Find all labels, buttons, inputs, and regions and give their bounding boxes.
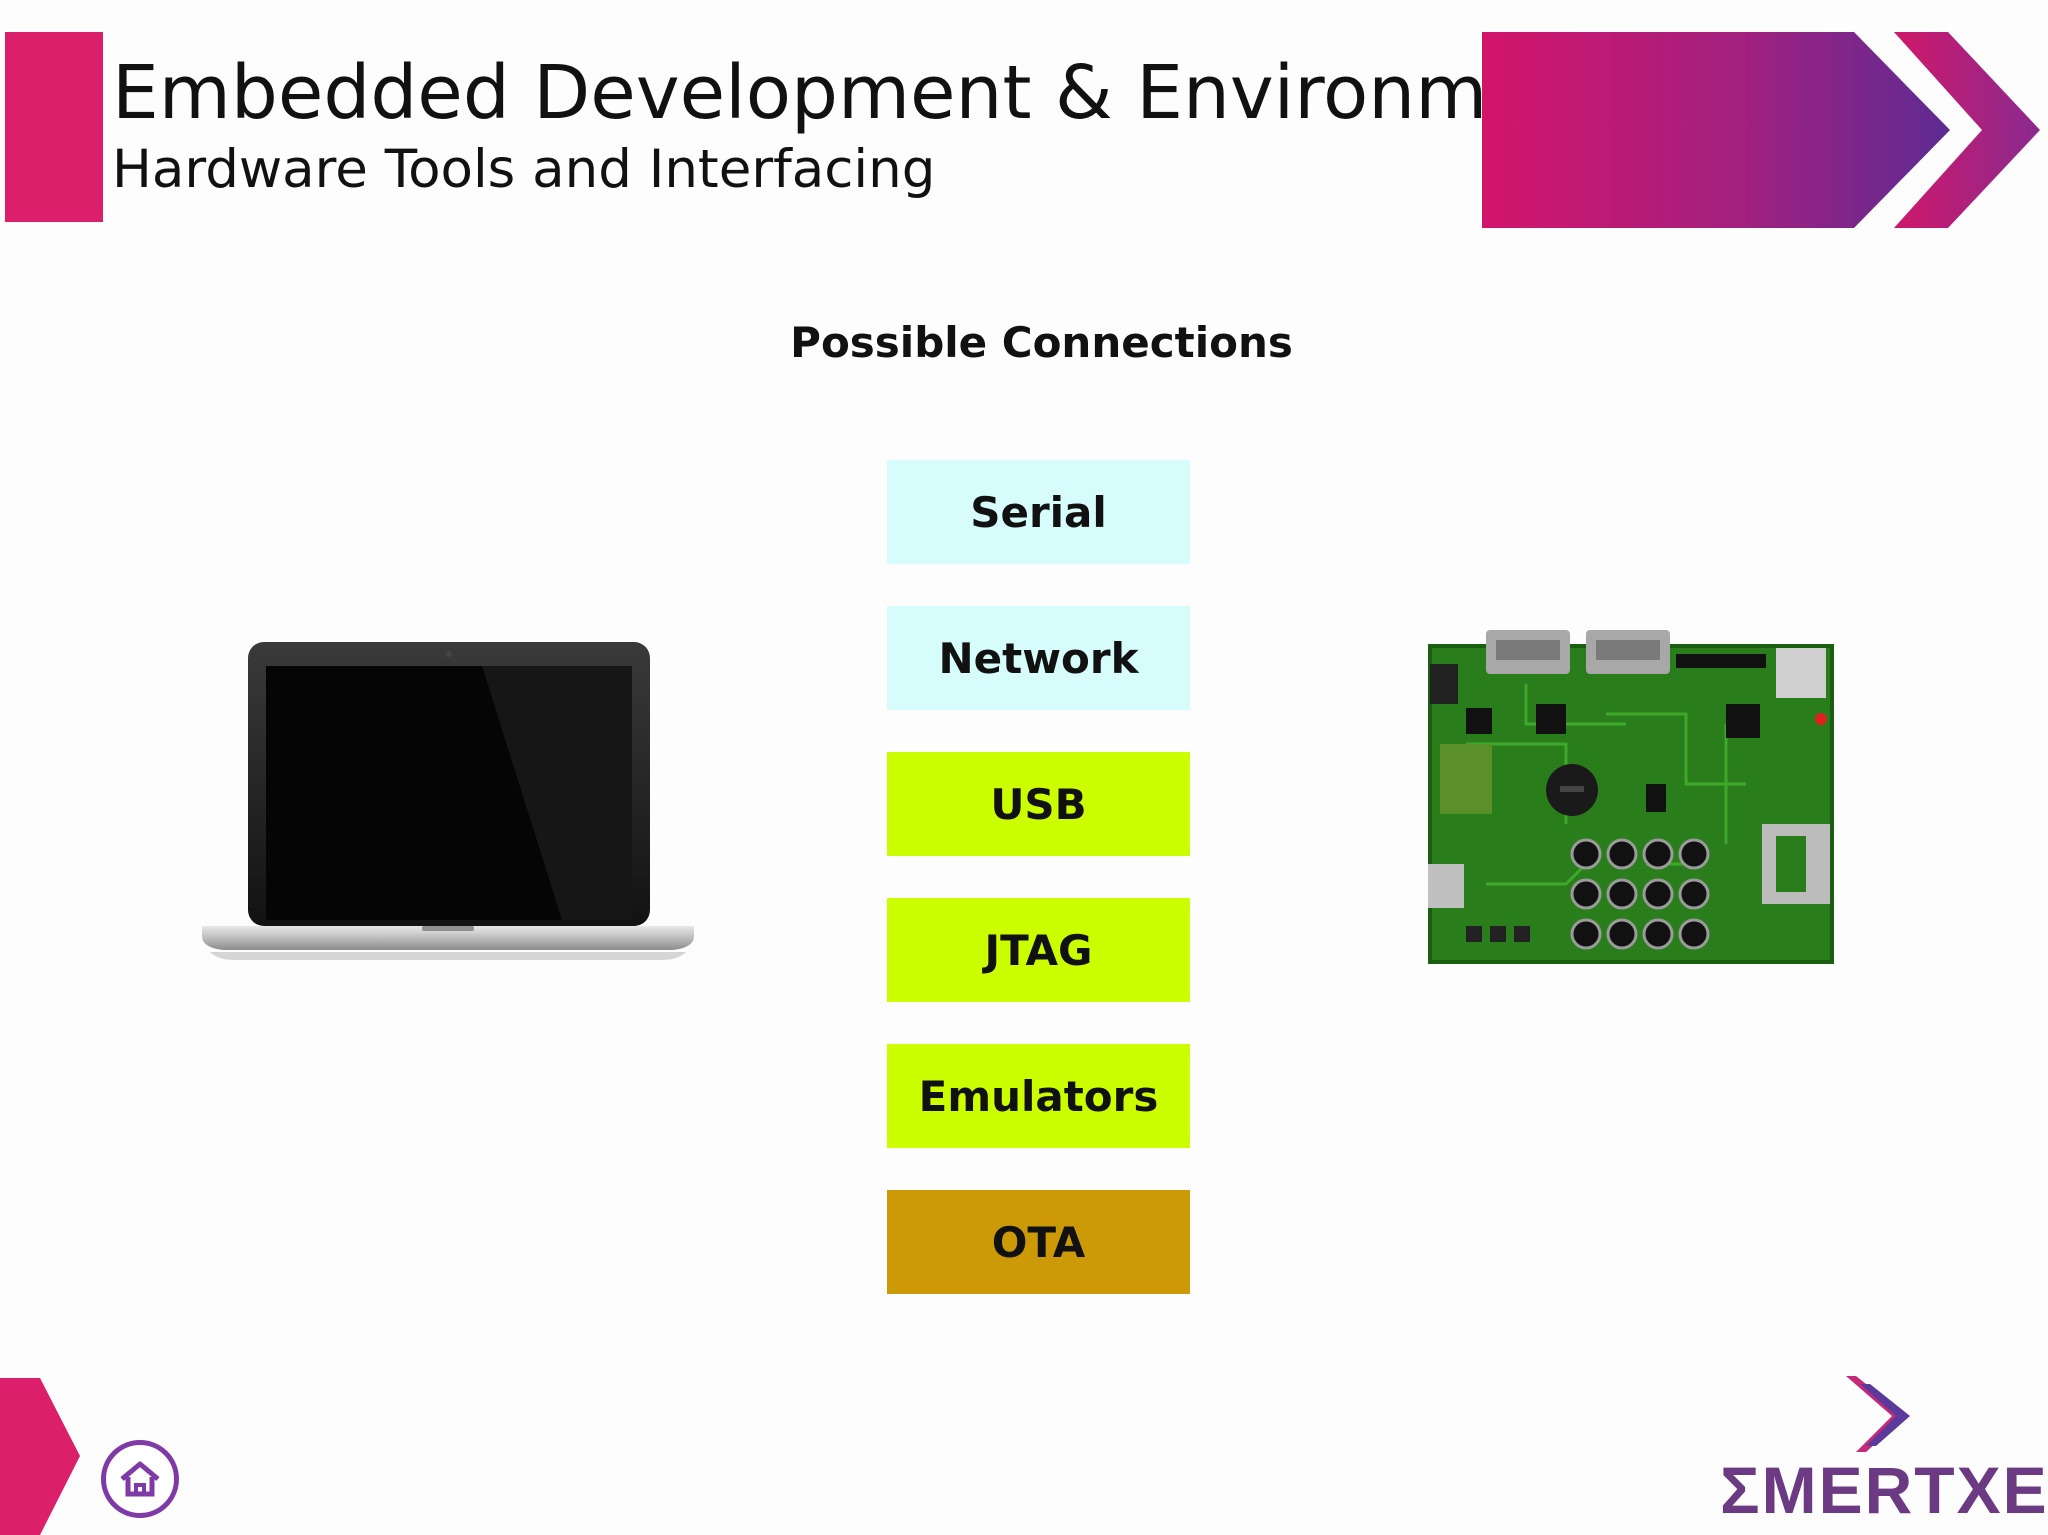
slide-subtitle: Hardware Tools and Interfacing — [112, 139, 936, 200]
footer-corner-chevron — [0, 1378, 80, 1535]
embedded-board-image — [1428, 630, 1834, 964]
section-title: Possible Connections — [790, 318, 1293, 367]
connection-emulators: Emulators — [887, 1044, 1190, 1148]
laptop-icon — [202, 642, 694, 960]
connection-usb: USB — [887, 752, 1190, 856]
connection-ota: OTA — [887, 1190, 1190, 1294]
header-banner-chevron — [1482, 32, 2040, 228]
connection-network: Network — [887, 606, 1190, 710]
connection-serial: Serial — [887, 460, 1190, 564]
slide-title: Embedded Development & Environment — [112, 50, 1609, 136]
logo-text: ΣMERTXE — [1720, 1453, 2048, 1527]
title-accent-bar — [5, 32, 103, 222]
home-icon — [120, 1461, 160, 1497]
emertxe-logo — [1846, 1376, 1910, 1452]
home-button[interactable] — [101, 1440, 179, 1518]
connection-jtag: JTAG — [887, 898, 1190, 1002]
